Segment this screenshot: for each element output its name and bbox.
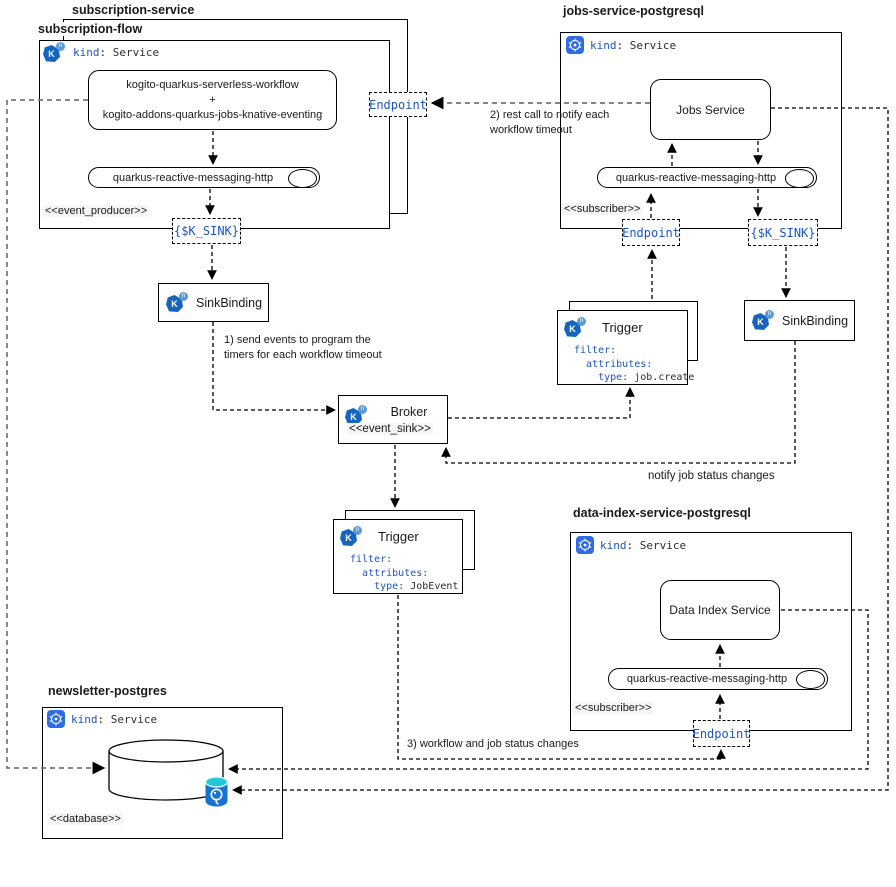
trigger-filter-yaml: filter: attributes: type: job.create [574, 345, 695, 383]
note-3: 3) workflow and job status changes [407, 738, 579, 750]
data-index-kind-row: kind: Service [576, 536, 686, 554]
kind-service-label: kind: Service [590, 38, 677, 52]
knative-icon: K n [564, 317, 588, 338]
subscription-flow-title: subscription-flow [36, 22, 145, 36]
subscription-flow-kind-row: K n kind: Service [43, 42, 159, 63]
event-producer-stereotype: <<event_producer>> [43, 205, 150, 217]
knative-n-badge: n [577, 317, 586, 326]
data-index-pill-quarkus-reactive-messaging-http: quarkus-reactive-messaging-http [608, 668, 828, 690]
pill-label: quarkus-reactive-messaging-http [615, 171, 777, 184]
subscription-service-title: subscription-service [70, 3, 197, 17]
data-index-title: data-index-service-postgresql [571, 506, 753, 520]
jobs-service-node: Jobs Service [650, 79, 771, 140]
kubernetes-icon [576, 536, 594, 554]
sinkbinding-right-box: K n SinkBinding [744, 300, 855, 341]
sinkbinding-label: SinkBinding [196, 295, 263, 310]
knative-n-badge: n [56, 42, 65, 51]
knative-n-badge: n [765, 310, 774, 319]
newsletter-title: newsletter-postgres [46, 684, 169, 698]
database-stereotype: <<database>> [48, 813, 123, 825]
knative-n-badge: n [358, 405, 367, 414]
trigger-title: Trigger [602, 320, 643, 335]
jobs-pill-quarkus-reactive-messaging-http: quarkus-reactive-messaging-http [597, 167, 817, 188]
trigger-filter-yaml: filter: attributes: type: JobEvent [350, 554, 459, 592]
database-cylinder [108, 739, 224, 801]
sinkbinding-left-box: K n SinkBinding [158, 283, 269, 322]
jobs-service-kind-row: kind: Service [566, 36, 676, 54]
pill-port-oval [785, 169, 814, 188]
broker-label: Broker [390, 405, 428, 419]
pill-port-oval [796, 670, 825, 689]
data-index-endpoint-chip: Endpoint [693, 720, 750, 747]
data-index-service-label: Data Index Service [669, 603, 771, 617]
sinkbinding-label: SinkBinding [782, 313, 849, 328]
broker-box: K n Broker <<event_sink>> [338, 395, 448, 444]
knative-icon: K n [166, 292, 190, 313]
workflow-line1: kogito-quarkus-serverless-workflow [126, 78, 299, 91]
jobs-service-title: jobs-service-postgresql [561, 4, 707, 18]
knative-icon: K n [340, 526, 364, 547]
subscription-pill-quarkus-reactive-messaging-http: quarkus-reactive-messaging-http [88, 167, 320, 188]
pill-port-oval [288, 169, 317, 188]
note-1: 1) send events to program the timers for… [224, 334, 382, 361]
kubernetes-icon [47, 710, 65, 728]
postgresql-icon [204, 776, 229, 807]
kubernetes-icon [566, 36, 584, 54]
broker-stereotype: <<event_sink>> [347, 423, 433, 435]
workflow-line2: kogito-addons-quarkus-jobs-knative-event… [102, 108, 323, 121]
knative-k-glyph: K [43, 45, 60, 62]
knative-k-glyph: K [166, 295, 183, 312]
knative-n-badge: n [353, 526, 362, 535]
pill-label: quarkus-reactive-messaging-http [112, 171, 274, 184]
knative-icon: K n [752, 310, 776, 331]
subscription-k-sink-chip: {$K_SINK} [172, 218, 241, 244]
data-index-service-node: Data Index Service [660, 580, 780, 640]
notify-job-status-label: notify job status changes [648, 470, 775, 482]
jobs-subscriber-stereotype: <<subscriber>> [562, 203, 643, 215]
jobs-k-sink-chip: {$K_SINK} [748, 219, 818, 246]
conn-broker-to-trigger-jobcreate [448, 387, 635, 419]
kind-service-label: kind: Service [71, 712, 158, 726]
subscription-flow-box [39, 40, 390, 229]
newsletter-kind-row: kind: Service [47, 710, 157, 728]
trigger-job-event-box: K n Trigger filter: attributes: type: Jo… [333, 519, 463, 594]
pill-label: quarkus-reactive-messaging-http [626, 673, 788, 685]
workflow-plus: + [209, 93, 216, 106]
jobs-endpoint-chip: Endpoint [622, 219, 680, 246]
knative-icon: K n [43, 42, 67, 63]
workflow-addons-box: kogito-quarkus-serverless-workflow + kog… [88, 70, 337, 130]
kind-service-label: kind: Service [600, 538, 687, 552]
jobs-service-label: Jobs Service [676, 102, 745, 117]
note-2: 2) rest call to notify each workflow tim… [490, 109, 610, 136]
trigger-job-create-box: K n Trigger filter: attributes: type: jo… [557, 310, 694, 385]
trigger-title: Trigger [378, 529, 419, 544]
data-index-subscriber-stereotype: <<subscriber>> [573, 702, 654, 714]
knative-n-badge: n [179, 292, 188, 301]
subscription-endpoint-chip: Endpoint [369, 92, 427, 117]
kind-service-label: kind: Service [73, 46, 160, 59]
